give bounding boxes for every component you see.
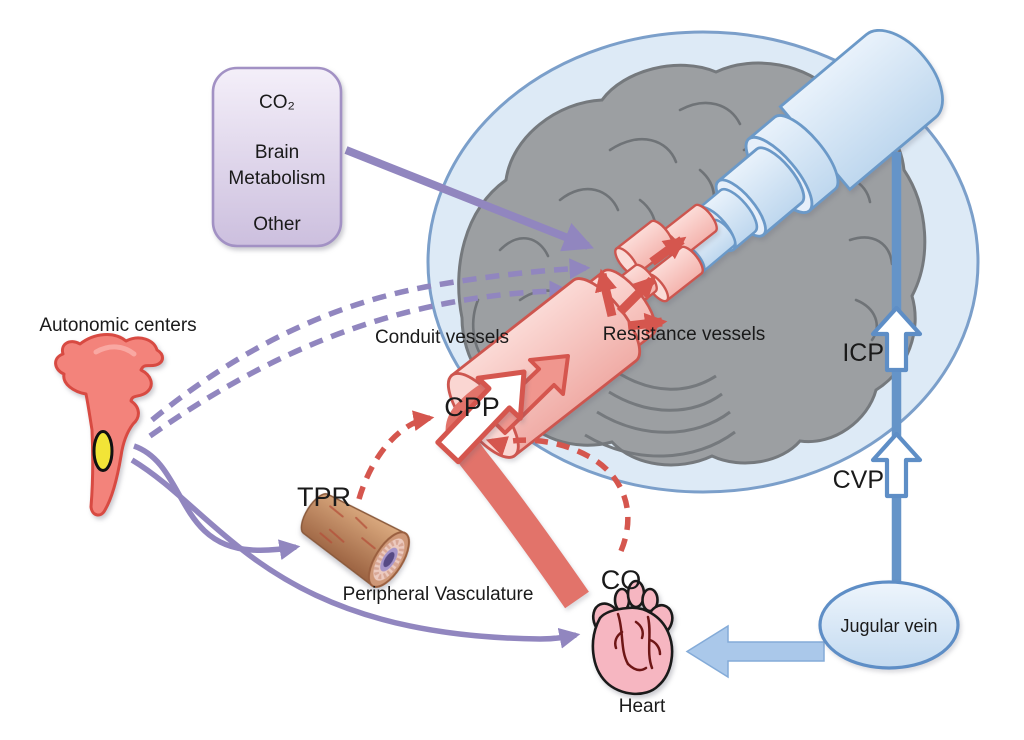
resistance-vessels-label: Resistance vessels <box>603 324 766 345</box>
blood-flow-fan-arrows <box>595 236 687 336</box>
icp-arrow <box>870 305 923 373</box>
cerebellum-folds <box>584 372 736 458</box>
heart-label: Heart <box>619 696 666 717</box>
heart-illustration <box>591 579 674 696</box>
brainstem-illustration <box>54 333 164 517</box>
autonomic-centers-label: Autonomic centers <box>39 315 196 336</box>
autonomic-arrow-to-heart <box>130 457 581 649</box>
cpp-label: CPP <box>444 392 500 422</box>
autonomic-arrow-to-tpr <box>133 443 301 561</box>
icp-label: ICP <box>842 339 884 367</box>
jugular-vein-node <box>818 580 960 670</box>
stimulus-box <box>211 66 343 248</box>
label-layer: CO₂ Brain Metabolism Other Autonomic cen… <box>39 92 937 717</box>
jugular-vein-label: Jugular vein <box>840 616 937 636</box>
metabolism-to-vessels-arrow <box>344 146 594 252</box>
peripheral-vessel-illustration <box>300 493 410 588</box>
peripheral-vasculature-label: Peripheral Vasculature <box>343 584 534 605</box>
autonomic-dashed-arrow-lower <box>148 280 571 439</box>
co-dashed-arrow <box>485 436 631 553</box>
brain-metabolism-label-line2: Metabolism <box>228 168 325 189</box>
conduit-flow-arrow <box>487 354 570 435</box>
conduit-vessels-label: Conduit vessels <box>375 327 509 348</box>
tpr-label: TPR <box>297 482 351 512</box>
autonomic-nucleus <box>92 430 114 472</box>
cvp-label: CVP <box>833 466 884 494</box>
venous-vessel-chain <box>679 28 944 274</box>
other-label: Other <box>253 214 301 235</box>
coronary-vessels <box>614 612 662 672</box>
cvp-arrow <box>870 431 923 499</box>
tpr-dashed-arrow <box>356 410 435 500</box>
co2-label: CO₂ <box>259 92 295 113</box>
cpp-arrow <box>435 369 527 465</box>
brain-metabolism-label-line1: Brain <box>255 142 299 163</box>
autonomic-dashed-arrow-upper <box>150 258 591 423</box>
jugular-to-heart-arrow <box>685 624 825 679</box>
co-label: CO <box>601 565 642 595</box>
